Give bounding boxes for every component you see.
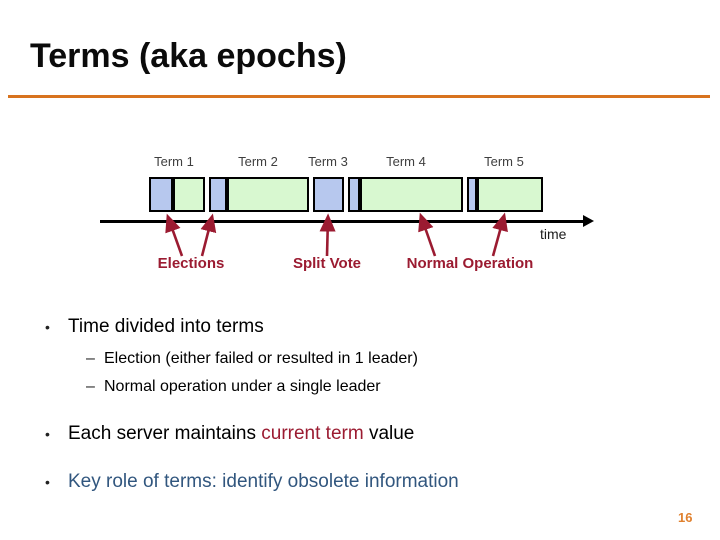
term-5-election-segment — [467, 177, 477, 212]
slide-title: Terms (aka epochs) — [30, 37, 347, 75]
term-2-election-segment — [209, 177, 227, 212]
timeline-arrowhead-icon — [583, 215, 594, 227]
bullet-time-divided: • Time divided into terms — [45, 316, 264, 338]
term-3-election-segment — [313, 177, 344, 212]
subbullet-normal-operation-text: Normal operation under a single leader — [104, 378, 381, 395]
page-number: 16 — [678, 510, 693, 525]
current-term-highlight: current term — [261, 423, 364, 444]
bullet-current-term: • Each server maintains current term val… — [45, 423, 414, 445]
title-underline-rule — [8, 95, 710, 98]
term-2-label: Term 2 — [238, 154, 278, 169]
term-5-box — [467, 177, 543, 212]
term-4-election-segment — [348, 177, 360, 212]
term-1-election-segment — [149, 177, 173, 212]
normal-operation-label: Normal Operation — [406, 255, 534, 272]
bullet-dot-icon: • — [45, 474, 50, 490]
term-2-box — [209, 177, 309, 212]
subbullet-election-text: Election (either failed or resulted in 1… — [104, 350, 418, 367]
dash-icon: – — [86, 350, 95, 367]
term-1-label: Term 1 — [154, 154, 194, 169]
term-3-box — [313, 177, 344, 212]
term-5-normal-segment — [477, 177, 543, 212]
time-axis-label: time — [540, 226, 567, 242]
bullet-dot-icon: • — [45, 319, 50, 335]
bullet-time-divided-text: Time divided into terms — [68, 316, 264, 337]
subbullet-normal-operation: – Normal operation under a single leader — [86, 378, 381, 396]
term-4-label: Term 4 — [386, 154, 426, 169]
term-1-normal-segment — [173, 177, 205, 212]
term-2-normal-segment — [227, 177, 309, 212]
term-3-label: Term 3 — [308, 154, 348, 169]
subbullet-election: – Election (either failed or resulted in… — [86, 350, 418, 368]
timeline-axis — [100, 220, 583, 223]
term-1-box — [149, 177, 205, 212]
term-5-label: Term 5 — [484, 154, 524, 169]
dash-icon: – — [86, 378, 95, 395]
split-vote-label: Split Vote — [292, 255, 362, 272]
elections-label: Elections — [157, 255, 225, 272]
term-4-normal-segment — [360, 177, 463, 212]
bullet-current-term-pre: Each server maintains — [68, 423, 262, 444]
term-4-box — [348, 177, 463, 212]
bullet-key-role: • Key role of terms: identify obsolete i… — [45, 471, 459, 493]
bullet-key-role-text: Key role of terms: identify obsolete inf… — [68, 471, 459, 492]
bullet-dot-icon: • — [45, 426, 50, 442]
bullet-current-term-post: value — [363, 423, 415, 444]
